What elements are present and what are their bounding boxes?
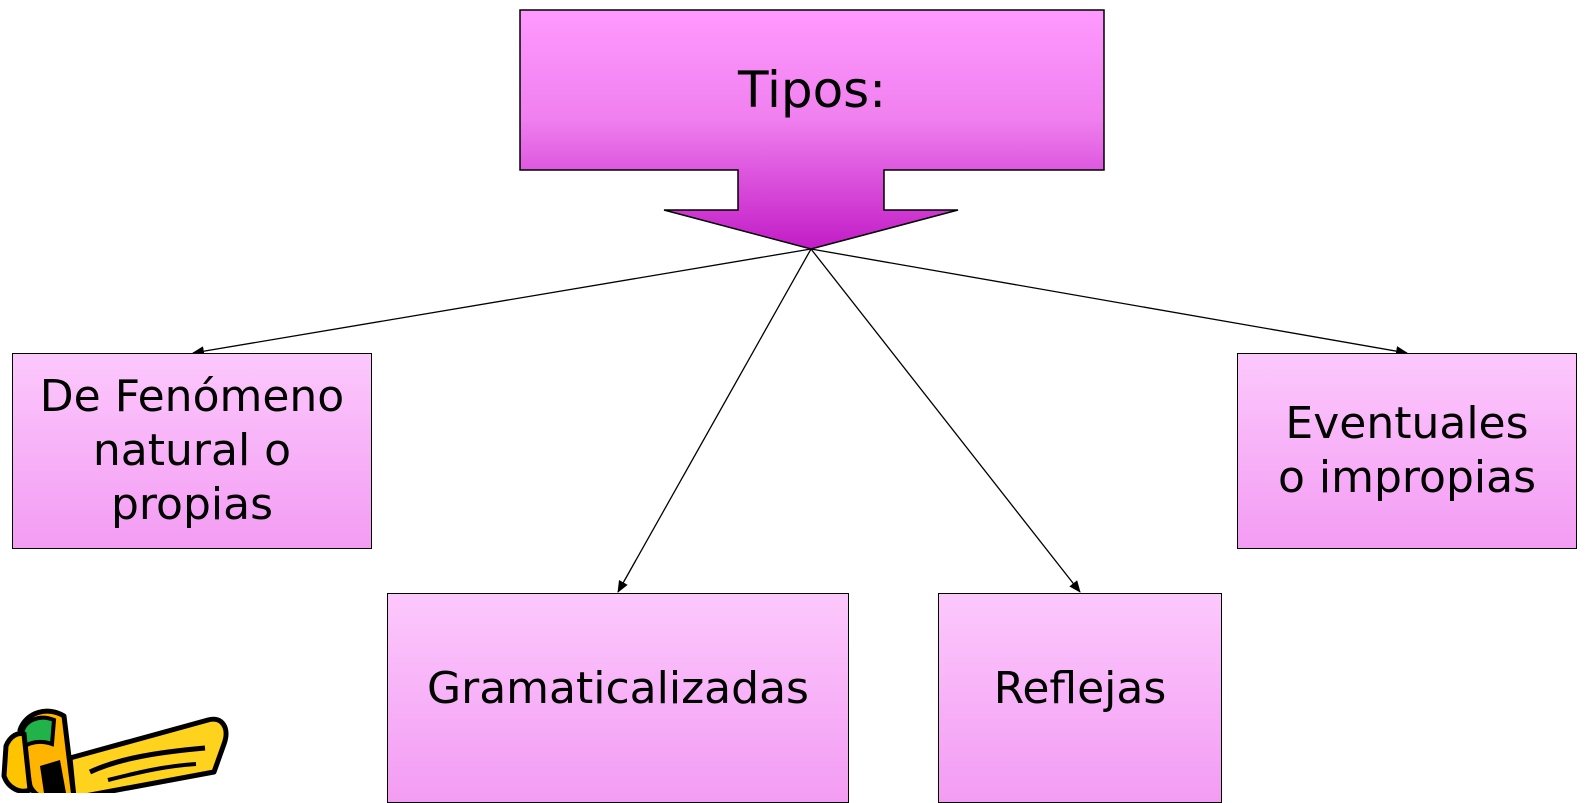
- node-label: De Fenómeno natural o propias: [39, 371, 345, 530]
- arrow-to-left: [192, 248, 812, 357]
- node-label: Reflejas: [993, 663, 1167, 715]
- arrow-to-gram: [617, 248, 812, 593]
- arrow-to-right: [810, 248, 1408, 357]
- arrow-to-refl: [810, 248, 1081, 593]
- node-gramaticalizadas: Gramaticalizadas: [387, 593, 849, 803]
- node-eventuales-impropias: Eventuales o impropias: [1237, 353, 1577, 549]
- node-label: Gramaticalizadas: [427, 663, 809, 715]
- pencil-clipart-icon: [1, 708, 229, 793]
- node-label: Eventuales o impropias: [1277, 398, 1536, 503]
- node-de-fenomeno-natural: De Fenómeno natural o propias: [12, 353, 372, 549]
- node-reflejas: Reflejas: [938, 593, 1222, 803]
- root-callout-shape: [519, 9, 1105, 250]
